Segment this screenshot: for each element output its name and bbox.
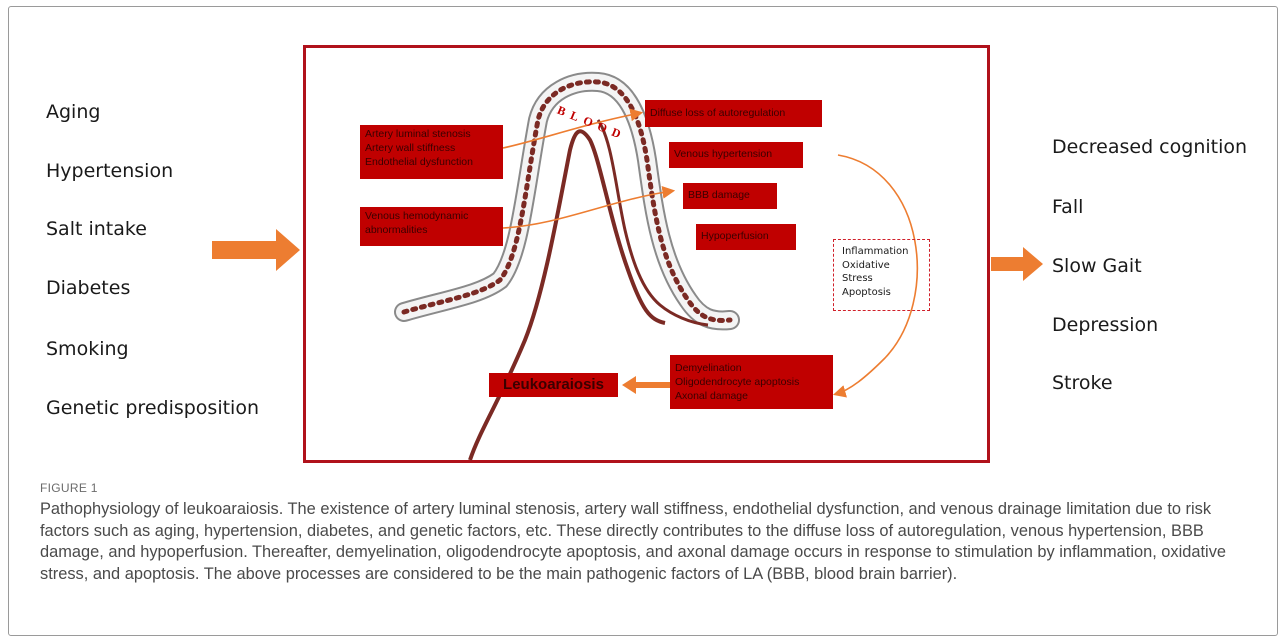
box-bbb-damage: BBB damage <box>683 183 777 209</box>
mechanism-item: Apoptosis <box>842 286 891 298</box>
output-arrow <box>991 247 1043 281</box>
arrow-to-leukoaraiosis <box>622 376 670 394</box>
arrow-to-bbb <box>502 186 676 229</box>
risk-factor-aging: Aging <box>46 101 101 123</box>
box-arterial-factors: Artery luminal stenosis Artery wall stif… <box>360 125 503 179</box>
box-line: abnormalities <box>365 224 428 236</box>
risk-factor-genetic: Genetic predisposition <box>46 397 259 419</box>
box-line: Venous hemodynamic <box>365 210 469 222</box>
risk-factor-smoking: Smoking <box>46 338 129 360</box>
outcome-fall: Fall <box>1052 196 1084 218</box>
mechanisms-box: Inflammation Oxidative Stress Apoptosis <box>833 239 930 311</box>
mechanism-item: Stress <box>842 273 873 284</box>
box-line: Axonal damage <box>675 390 748 402</box>
box-line: Demyelination <box>675 362 742 374</box>
mechanism-item: Oxidative <box>842 259 890 271</box>
box-hypoperfusion: Hypoperfusion <box>696 224 796 250</box>
outcome-stroke: Stroke <box>1052 372 1113 394</box>
risk-factor-salt-intake: Salt intake <box>46 218 147 240</box>
diagram-box <box>303 45 990 463</box>
risk-factor-diabetes: Diabetes <box>46 277 131 299</box>
arrow-to-autoregulation <box>502 108 644 149</box>
result-leukoaraiosis: Leukoaraiosis <box>489 373 618 397</box>
mechanism-item: Inflammation <box>842 246 909 257</box>
box-venous-hypertension: Venous hypertension <box>669 142 803 168</box>
outcome-decreased-cognition: Decreased cognition <box>1052 136 1248 158</box>
vessel-inner-line <box>468 129 666 461</box>
box-damage: Demyelination Oligodendrocyte apoptosis … <box>670 355 833 409</box>
input-arrow <box>212 229 300 271</box>
caption-label: FIGURE 1 <box>40 481 98 495</box>
risk-factor-hypertension: Hypertension <box>46 160 174 182</box>
box-line: Endothelial dysfunction <box>365 156 473 168</box>
caption-text: Pathophysiology of leukoaraiosis. The ex… <box>40 500 1226 583</box>
box-line: Artery luminal stenosis <box>365 128 471 140</box>
box-line: Artery wall stiffness <box>365 142 456 154</box>
outcome-depression: Depression <box>1052 314 1159 336</box>
box-autoregulation: Diffuse loss of autoregulation <box>645 100 822 127</box>
box-venous-factors: Venous hemodynamic abnormalities <box>360 207 503 246</box>
outcome-slow-gait: Slow Gait <box>1052 255 1142 277</box>
box-line: Oligodendrocyte apoptosis <box>675 376 800 388</box>
figure-frame <box>8 6 1278 636</box>
